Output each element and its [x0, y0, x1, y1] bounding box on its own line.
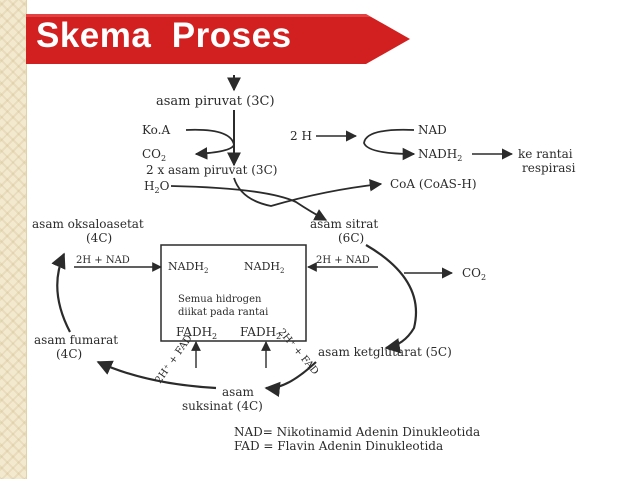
banner-highlight — [26, 14, 371, 17]
arrow-nad-nadh — [363, 128, 416, 161]
label-fad-right: 2H⁺ + FAD — [276, 327, 321, 377]
arrow-to-coa — [233, 177, 383, 207]
sidebar-pattern — [0, 0, 26, 479]
label-nadh: NADH2 — [418, 147, 462, 163]
hydrogen-box — [160, 244, 307, 342]
label-co2-b: CO2 — [462, 266, 486, 282]
label-co2-a: CO2 — [142, 147, 166, 163]
label-oksaloasetat: asam oksaloasetat — [32, 217, 144, 231]
label-fadh-right: FADH2 — [240, 325, 281, 341]
label-box-nadh-left: NADH2 — [168, 260, 208, 275]
slide-title: Skema Proses — [36, 16, 292, 55]
label-nad: NAD — [418, 123, 447, 137]
label-box-text-2: diikat pada rantai — [178, 307, 268, 318]
label-ke-rantai: ke rantai — [518, 147, 573, 161]
arc-ketglutarat-to-suksinat — [264, 361, 317, 398]
label-2h: 2 H — [290, 129, 312, 143]
banner-shape — [26, 14, 410, 64]
label-ketglutarat: asam ketglutarat (5C) — [318, 345, 452, 359]
label-koa: Ko.A — [142, 123, 170, 137]
title-banner: Skema Proses — [26, 10, 410, 68]
arrow-h2o-to-sitrat — [170, 185, 328, 221]
label-box-nadh-right: NADH2 — [244, 260, 284, 275]
krebs-cycle-diagram: asam piruvat (3C) Ko.A CO2 2 H NAD NADH2… — [26, 70, 638, 479]
label-asam-piruvat: asam piruvat (3C) — [156, 94, 275, 109]
arc-sitrat-to-ketglutarat — [365, 244, 418, 354]
label-h2o: H2O — [144, 179, 170, 195]
arc-top — [121, 212, 301, 220]
arc-fumarat-to-oksaloasetat — [51, 252, 71, 333]
label-sitrat-c: (6C) — [338, 231, 364, 245]
label-suksinat-1: asam — [222, 385, 254, 399]
label-respirasi: respirasi — [522, 161, 576, 175]
label-sitrat: asam sitrat — [310, 217, 378, 231]
banner-arrow — [26, 14, 410, 64]
label-fadh-left: FADH2 — [176, 325, 217, 341]
arc-suksinat-to-fumarat — [96, 360, 217, 390]
label-right-2h-nad: 2H + NAD — [316, 255, 370, 266]
label-2x-piruvat: 2 x asam piruvat (3C) — [146, 163, 277, 177]
label-left-2h-nad: 2H + NAD — [76, 255, 130, 266]
label-box-text-1: Semua hidrogen — [178, 294, 262, 305]
label-oksaloasetat-c: (4C) — [86, 231, 112, 245]
slide-sidebar-strip — [0, 0, 27, 479]
legend-nad: NAD= Nikotinamid Adenin Dinukleotida — [234, 425, 480, 439]
legend-fad: FAD = Flavin Adenin Dinukleotida — [234, 439, 443, 453]
label-suksinat-2: suksinat (4C) — [182, 399, 263, 413]
diagram-canvas: asam piruvat (3C) Ko.A CO2 2 H NAD NADH2… — [32, 75, 576, 453]
label-coa-ash: CoA (CoAS-H) — [390, 177, 477, 191]
label-fumarat-c: (4C) — [56, 347, 82, 361]
label-fumarat: asam fumarat — [34, 333, 118, 347]
arrow-koa-co2 — [185, 128, 235, 160]
